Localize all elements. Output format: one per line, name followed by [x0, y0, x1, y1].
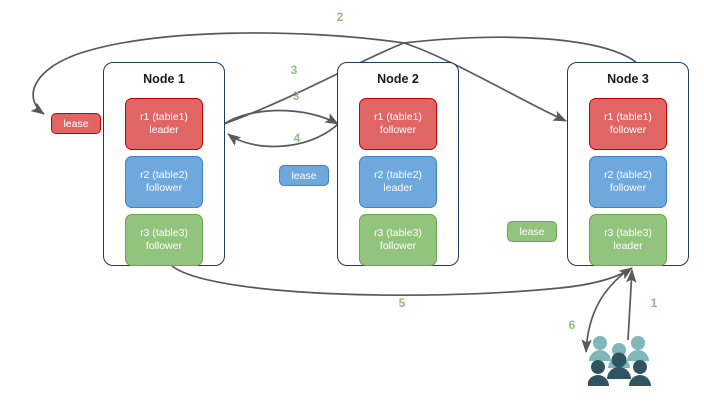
edge-3-node1-to-node2 [223, 109, 339, 125]
node-title-3: Node 3 [607, 72, 649, 86]
replica-node2-r1[interactable]: r1 (table1) follower [359, 98, 437, 150]
replica-node2-r3[interactable]: r3 (table3) follower [359, 214, 437, 266]
replica-name: r3 (table3) [374, 226, 422, 239]
node-container-2[interactable]: Node 2 r1 (table1) follower r2 (table2) … [337, 62, 459, 266]
replica-name: r1 (table1) [374, 110, 422, 123]
lease-badge-green[interactable]: lease [507, 221, 557, 242]
replica-role: leader [613, 240, 643, 252]
replica-node1-r1[interactable]: r1 (table1) leader [125, 98, 203, 150]
replica-role: follower [379, 124, 417, 136]
replica-name: r3 (table3) [140, 226, 188, 239]
replica-role: leader [149, 124, 179, 136]
step-label-1: 1 [650, 296, 658, 310]
replica-name: r3 (table3) [604, 226, 652, 239]
replica-role: follower [145, 182, 183, 194]
step-label-2: 2 [336, 10, 344, 24]
replica-node1-r2[interactable]: r2 (table2) follower [125, 156, 203, 208]
replica-role: follower [379, 240, 417, 252]
node-container-1[interactable]: Node 1 r1 (table1) leader r2 (table2) fo… [103, 62, 225, 266]
step-label-3-upper: 3 [290, 63, 298, 77]
step-label-4: 4 [293, 131, 301, 145]
replica-name: r2 (table2) [604, 168, 652, 181]
replica-node3-r2[interactable]: r2 (table2) follower [589, 156, 667, 208]
replica-role: follower [609, 124, 647, 136]
replica-name: r2 (table2) [140, 168, 188, 181]
users-icon [588, 336, 651, 386]
replica-name: r1 (table1) [604, 110, 652, 123]
node-title-1: Node 1 [143, 72, 185, 86]
replica-role: follower [145, 240, 183, 252]
lease-badge-red[interactable]: lease [51, 113, 101, 134]
edge-1-users-to-node3 [626, 268, 637, 341]
replica-node1-r3[interactable]: r3 (table3) follower [125, 214, 203, 266]
replica-node3-r1[interactable]: r1 (table1) follower [589, 98, 667, 150]
node-container-3[interactable]: Node 3 r1 (table1) follower r2 (table2) … [567, 62, 689, 266]
step-label-6: 6 [568, 318, 576, 332]
replica-node3-r3[interactable]: r3 (table3) leader [589, 214, 667, 266]
step-label-5: 5 [398, 296, 406, 310]
step-label-3-lower: 3 [292, 89, 300, 103]
replica-node2-r2[interactable]: r2 (table2) leader [359, 156, 437, 208]
replica-role: leader [383, 182, 413, 194]
edge-2-right-arc [403, 36, 637, 63]
replica-name: r2 (table2) [374, 168, 422, 181]
replica-name: r1 (table1) [140, 110, 188, 123]
edge-5-node1-to-node3 [171, 265, 633, 297]
lease-badge-blue[interactable]: lease [279, 165, 329, 186]
edge-4-node2-to-node1 [227, 123, 339, 148]
node-title-2: Node 2 [377, 72, 419, 86]
replica-role: follower [609, 182, 647, 194]
